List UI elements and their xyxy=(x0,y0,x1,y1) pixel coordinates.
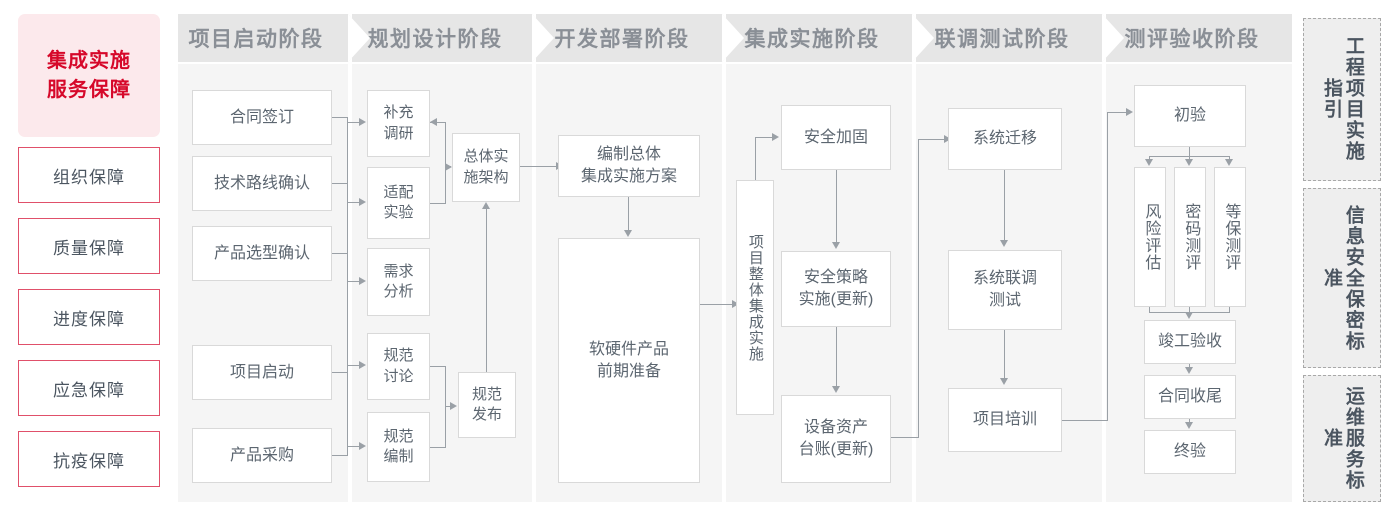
node-final-acceptance[interactable]: 终验 xyxy=(1144,430,1236,474)
node-system-migration[interactable]: 系统迁移 xyxy=(948,108,1062,170)
phase-header-testing: 联调测试阶段 xyxy=(916,14,1102,62)
node-crypto-evaluation[interactable]: 密码测评 xyxy=(1174,167,1206,307)
node-spec-drafting[interactable]: 规范 编制 xyxy=(367,412,430,482)
phase-header-planning: 规划设计阶段 xyxy=(352,14,532,62)
node-product-purchase[interactable]: 产品采购 xyxy=(192,428,332,483)
node-contract-signing[interactable]: 合同签订 xyxy=(192,90,332,145)
node-project-training[interactable]: 项目培训 xyxy=(948,388,1062,452)
node-security-hardening[interactable]: 安全加固 xyxy=(781,105,891,170)
node-mlps-evaluation[interactable]: 等保测评 xyxy=(1214,167,1246,307)
node-completion-acceptance[interactable]: 竣工验收 xyxy=(1144,320,1236,364)
node-requirement-analysis[interactable]: 需求 分析 xyxy=(367,248,430,316)
node-overall-architecture[interactable]: 总体实 施架构 xyxy=(452,133,520,202)
node-overall-integration-delivery[interactable]: 项目整体集成实施 xyxy=(736,180,774,415)
node-supplemental-research[interactable]: 补充 调研 xyxy=(367,90,430,157)
hero-title: 集成实施 服务保障 xyxy=(47,47,131,105)
node-preliminary-acceptance[interactable]: 初验 xyxy=(1134,85,1246,147)
node-tech-route-confirm[interactable]: 技术路线确认 xyxy=(192,156,332,211)
guarantee-item-quality[interactable]: 质量保障 xyxy=(18,218,160,274)
phase-header-integration: 集成实施阶段 xyxy=(726,14,912,62)
guarantee-item-schedule[interactable]: 进度保障 xyxy=(18,289,160,345)
phase-header-acceptance: 测评验收阶段 xyxy=(1106,14,1292,62)
node-asset-ledger[interactable]: 设备资产 台账(更新) xyxy=(781,395,891,483)
hero-title-line2: 服务保障 xyxy=(47,78,131,101)
node-hw-sw-preparation[interactable]: 软硬件产品 前期准备 xyxy=(558,238,700,483)
standard-label-ops-service: 运维服务标准 xyxy=(1321,386,1364,491)
guarantee-panel: 集成实施 服务保障 组织保障 质量保障 进度保障 应急保障 抗疫保障 xyxy=(18,14,160,502)
phase-header-development: 开发部署阶段 xyxy=(536,14,722,62)
standard-card-ops-service[interactable]: 运维服务标准 xyxy=(1303,375,1381,502)
guarantee-item-emergency[interactable]: 应急保障 xyxy=(18,360,160,416)
node-draft-integration-plan[interactable]: 编制总体 集成实施方案 xyxy=(558,135,700,197)
node-project-kickoff[interactable]: 项目启动 xyxy=(192,345,332,400)
standard-label-project-guide: 工程项目实施指引 xyxy=(1321,36,1364,163)
guarantee-item-organization[interactable]: 组织保障 xyxy=(18,147,160,203)
node-product-selection[interactable]: 产品选型确认 xyxy=(192,226,332,281)
node-joint-debug-test[interactable]: 系统联调 测试 xyxy=(948,250,1062,330)
hero-card: 集成实施 服务保障 xyxy=(18,14,160,137)
guarantee-item-epidemic[interactable]: 抗疫保障 xyxy=(18,431,160,487)
node-adaptation-experiment[interactable]: 适配 实验 xyxy=(367,167,430,239)
standard-card-project-guide[interactable]: 工程项目实施指引 xyxy=(1303,18,1381,181)
node-contract-closure[interactable]: 合同收尾 xyxy=(1144,375,1236,419)
standard-label-infosec: 信息安全保密标准 xyxy=(1321,204,1364,352)
node-risk-assessment[interactable]: 风险评估 xyxy=(1134,167,1166,307)
node-security-policy[interactable]: 安全策略 实施(更新) xyxy=(781,251,891,327)
node-spec-release[interactable]: 规范 发布 xyxy=(458,372,516,438)
node-spec-discussion[interactable]: 规范 讨论 xyxy=(367,333,430,400)
phase-header-startup: 项目启动阶段 xyxy=(178,14,348,62)
standard-card-infosec[interactable]: 信息安全保密标准 xyxy=(1303,188,1381,368)
hero-title-line1: 集成实施 xyxy=(47,49,131,72)
